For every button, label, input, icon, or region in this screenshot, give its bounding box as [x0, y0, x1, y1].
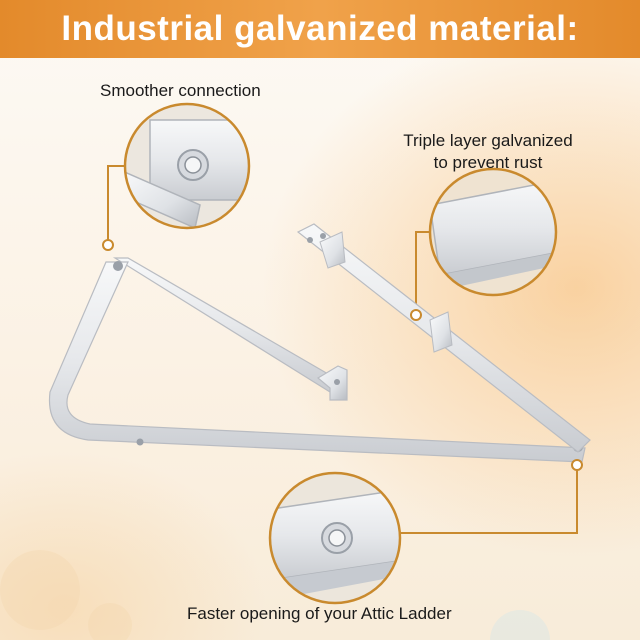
- caption-smoother-connection: Smoother connection: [100, 81, 261, 100]
- title-banner: Industrial galvanized material:: [0, 0, 640, 58]
- zoom-circle-attic-ladder: [268, 471, 402, 605]
- callout-dots: [102, 239, 583, 471]
- caption-galvanized-line2: to prevent rust: [433, 153, 543, 172]
- zoom-circle-galvanized: [428, 167, 558, 297]
- zoom-circle-connection: [123, 102, 251, 230]
- caption-galvanized: Triple layer galvanized to prevent rust: [380, 130, 596, 174]
- banner-title: Industrial galvanized material:: [61, 9, 579, 48]
- callout-lines: [107, 165, 578, 534]
- bracket-strut: [296, 223, 591, 453]
- bracket-triangle: [48, 257, 586, 463]
- caption-galvanized-line1: Triple layer galvanized: [403, 131, 573, 150]
- caption-faster-opening: Faster opening of your Attic Ladder: [187, 604, 452, 623]
- decorative-bubbles: [0, 550, 550, 640]
